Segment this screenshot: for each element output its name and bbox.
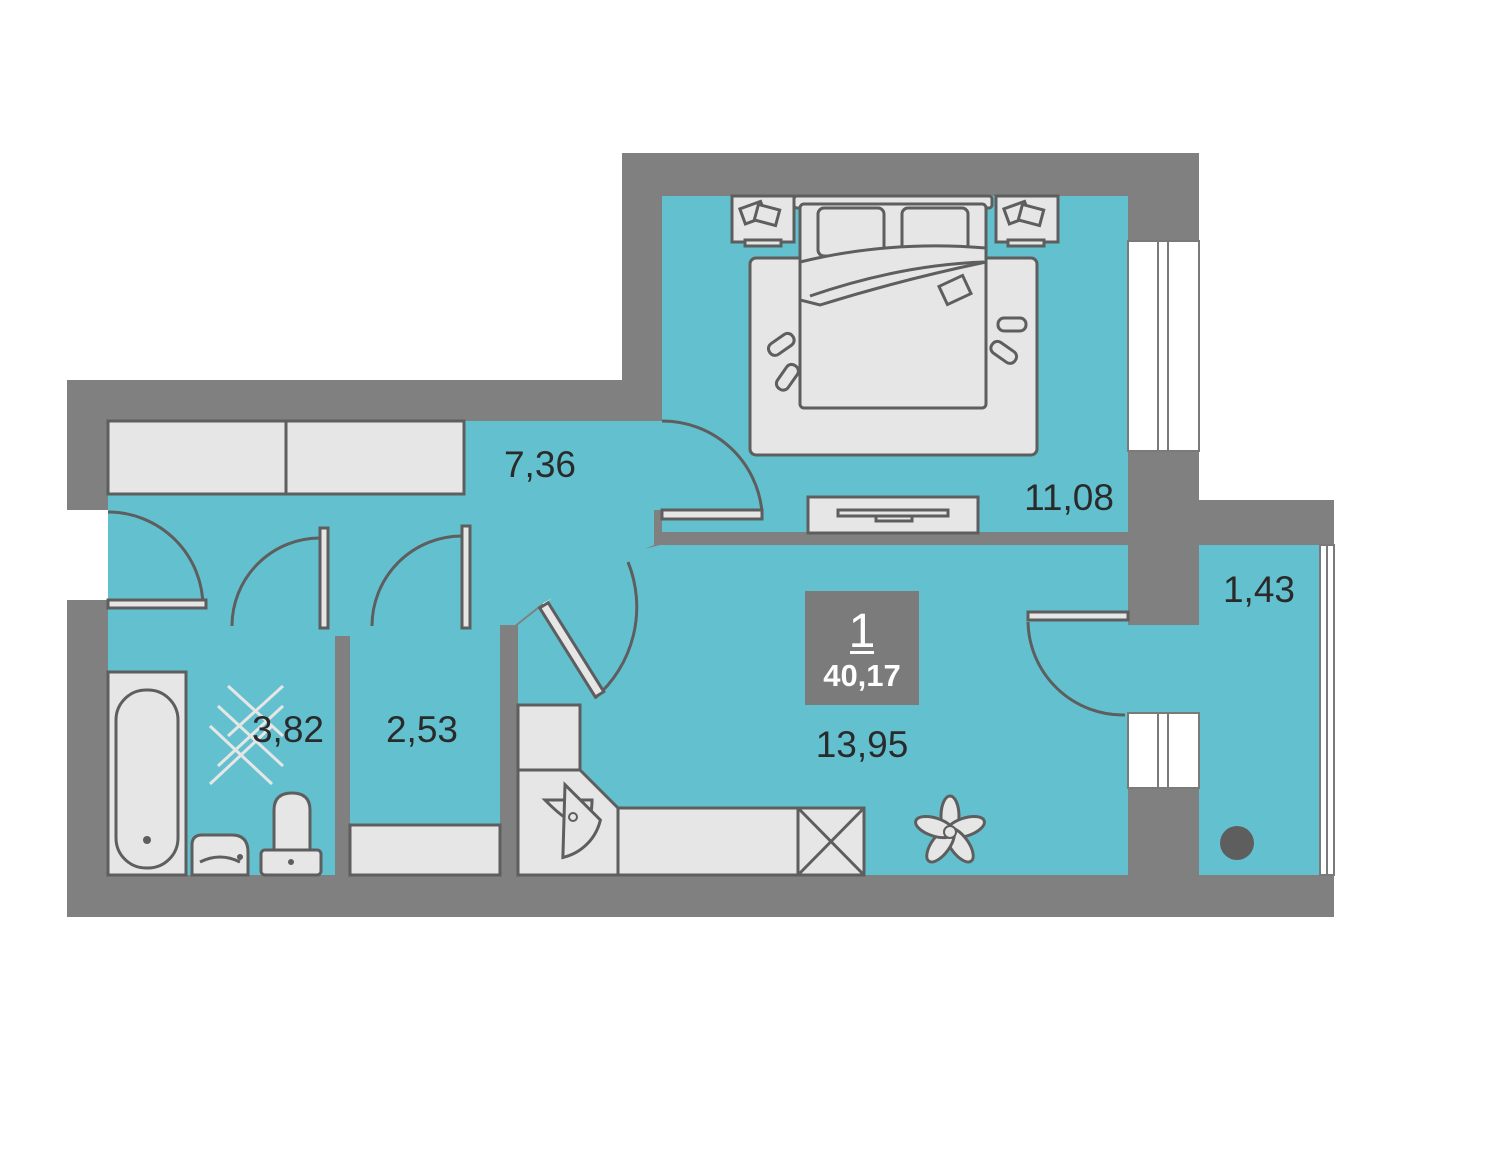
bedroom-furniture <box>730 194 1060 535</box>
total-area: 40,17 <box>823 658 901 693</box>
bedroom-window <box>1127 240 1200 452</box>
apartment-badge: 1 40,17 <box>805 591 919 705</box>
kitchen-furniture <box>516 703 866 877</box>
walls <box>67 153 1334 917</box>
storage-shelf <box>348 823 502 877</box>
bathroom-area: 3,82 <box>252 709 324 750</box>
toilet-area: 2,53 <box>386 709 458 750</box>
heated-towel-icon <box>208 684 285 786</box>
nightstand-icon <box>730 194 796 248</box>
hall-area: 7,36 <box>504 444 576 485</box>
balcony-drain-icon <box>1220 826 1254 860</box>
living-window <box>1127 712 1200 789</box>
balcony-area: 1,43 <box>1223 569 1295 610</box>
bedroom-area: 11,08 <box>1024 477 1114 518</box>
living-area: 13,95 <box>816 724 909 765</box>
toilet-icon <box>259 791 323 877</box>
nightstand-icon <box>994 194 1060 248</box>
windows <box>67 240 1335 876</box>
living-floor <box>518 545 1128 875</box>
wardrobe <box>106 419 466 496</box>
sink-icon <box>190 833 250 877</box>
bathroom-furniture <box>106 670 323 877</box>
bed-icon <box>792 194 994 410</box>
doors <box>106 419 1130 717</box>
stove-icon <box>796 806 866 877</box>
tv-stand <box>806 495 980 535</box>
room-count: 1 <box>849 605 876 658</box>
balcony-floor <box>1199 545 1320 875</box>
flower-icon <box>914 794 986 864</box>
bathtub-icon <box>106 670 188 877</box>
slipper-icon <box>766 316 1028 392</box>
sink-icon <box>541 781 603 860</box>
